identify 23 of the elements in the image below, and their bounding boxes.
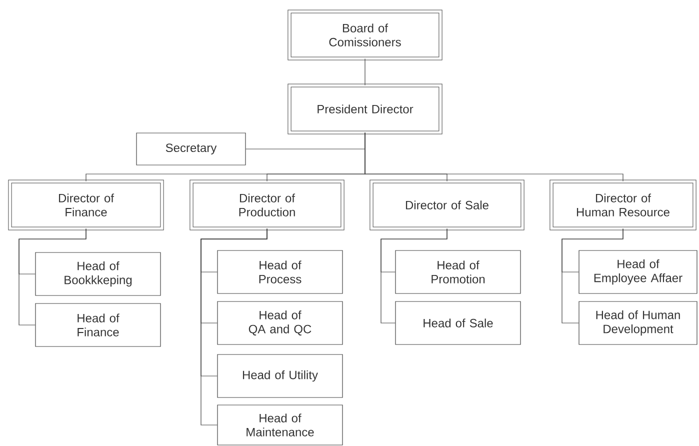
connector-line [18,228,86,326]
head-box: Head of Utility [217,354,343,398]
head-box: Head of Maintenance [217,404,343,446]
connector-line [380,228,448,324]
connector-line [364,58,366,86]
head-box: Head of Sale [395,301,521,345]
head-box: Head of Process [217,250,343,294]
secretary-box: Secretary [136,132,246,166]
head-box: Head of QA and QC [217,301,343,345]
head-box: Head of Human Development [578,301,698,345]
head-box: Head of Finance [35,303,161,347]
director-box: Director of Sale [370,180,524,230]
director-box: President Director [288,84,442,134]
connector-line [200,228,268,426]
director-box: Director of Finance [8,180,164,230]
head-box: Head of Bookkkeping [35,252,161,296]
board-box: Board of Comissioners [288,10,442,60]
connector-line [364,132,624,182]
head-box: Head of Employee Affaer [578,250,698,294]
director-box: Director of Human Resource [550,180,696,230]
connector-line [562,228,624,324]
director-box: Director of Production [190,180,344,230]
head-box: Head of Promotion [395,250,521,294]
